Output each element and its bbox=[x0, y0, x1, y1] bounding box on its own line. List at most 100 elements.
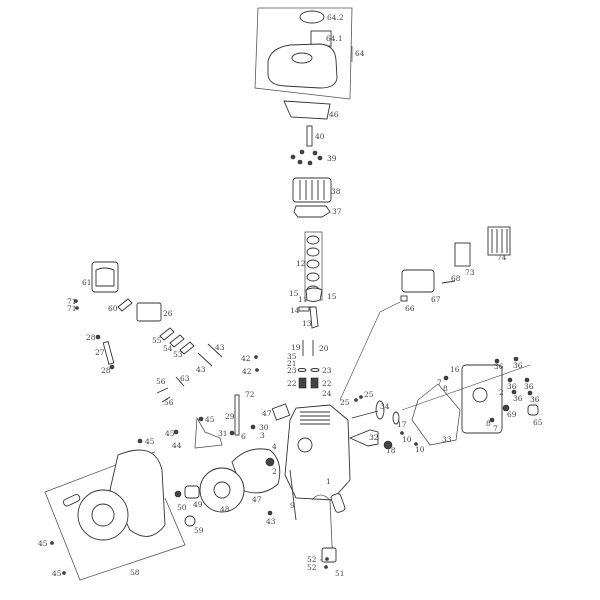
part-label: 36 bbox=[530, 395, 540, 404]
part-label: 36 bbox=[507, 382, 517, 391]
part-label: 25 bbox=[340, 398, 350, 407]
flywheel bbox=[199, 467, 245, 513]
breather-plate bbox=[271, 403, 291, 421]
part-label: 64.2 bbox=[327, 13, 344, 22]
part-label: 64.1 bbox=[326, 34, 343, 43]
part-label: 48 bbox=[220, 505, 230, 514]
part-label: 51 bbox=[335, 569, 345, 578]
part-label: 71 bbox=[67, 297, 77, 306]
part-label: 28 bbox=[86, 333, 96, 342]
crankcase-cover bbox=[461, 364, 503, 434]
part-label: 52 bbox=[307, 555, 317, 564]
part-label: 15 bbox=[327, 292, 337, 301]
carburetor bbox=[136, 302, 162, 322]
part-label: 36 bbox=[513, 394, 523, 403]
part-label: 68 bbox=[451, 274, 461, 283]
ignition-module bbox=[321, 547, 337, 563]
part-label: 72 bbox=[245, 390, 255, 399]
governor bbox=[383, 440, 393, 450]
part-label: 36 bbox=[513, 361, 523, 370]
spark-plug bbox=[306, 125, 313, 147]
part-label: 45 bbox=[205, 415, 215, 424]
link-rod bbox=[156, 387, 169, 394]
fuel-tank-group-frame bbox=[254, 7, 353, 100]
valve-spring bbox=[310, 377, 319, 389]
part-label: 10 bbox=[415, 445, 425, 454]
filter-gasket bbox=[117, 298, 133, 312]
part-label: 45 bbox=[145, 437, 155, 446]
insulator bbox=[169, 334, 185, 348]
part-label: 26 bbox=[163, 309, 173, 318]
part-label: 36 bbox=[524, 382, 534, 391]
oil-plug bbox=[502, 404, 510, 412]
part-label: 44 bbox=[172, 441, 182, 450]
gasket bbox=[159, 327, 175, 341]
part-label: 13 bbox=[302, 319, 312, 328]
connecting-rod bbox=[309, 306, 319, 329]
part-label: 32 bbox=[369, 433, 379, 442]
part-label: 56 bbox=[164, 398, 174, 407]
muffler-gasket bbox=[400, 295, 408, 302]
starter-pulley bbox=[184, 485, 200, 499]
part-label: 55 bbox=[152, 336, 162, 345]
oil-seal bbox=[265, 457, 275, 467]
part-label: 15 bbox=[289, 289, 299, 298]
crankshaft bbox=[348, 429, 379, 447]
fasteners bbox=[50, 299, 533, 575]
part-label: 12 bbox=[296, 259, 306, 268]
part-label: 63 bbox=[180, 374, 190, 383]
part-label: 18 bbox=[386, 446, 396, 455]
part-label: 3 bbox=[260, 431, 265, 440]
part-label: 54 bbox=[163, 344, 173, 353]
head-bolts bbox=[290, 149, 323, 166]
plug-cap bbox=[330, 493, 346, 513]
part-label: 31 bbox=[218, 429, 228, 438]
gasket bbox=[179, 341, 195, 355]
part-label: 2 bbox=[499, 388, 504, 397]
fuel-tank bbox=[267, 43, 338, 89]
part-label: 35 bbox=[287, 352, 297, 361]
part-label: 52 bbox=[307, 563, 317, 572]
part-label: 23 bbox=[287, 366, 297, 375]
part-label: 45 bbox=[38, 539, 48, 548]
part-label: 6 bbox=[241, 432, 246, 441]
stud bbox=[197, 352, 213, 367]
part-label: 29 bbox=[225, 412, 235, 421]
muffler-bolts bbox=[441, 280, 456, 284]
tank-gasket bbox=[283, 100, 331, 120]
link-rod bbox=[161, 396, 171, 403]
part-label: 8 bbox=[486, 419, 491, 428]
part-label: 27 bbox=[95, 348, 105, 357]
valve-spring bbox=[298, 377, 307, 389]
part-label: 56 bbox=[156, 377, 166, 386]
crankcase-gasket bbox=[411, 383, 461, 446]
part-label: 33 bbox=[442, 435, 452, 444]
part-label: 43 bbox=[196, 365, 206, 374]
part-label: 67 bbox=[431, 295, 441, 304]
spring bbox=[175, 376, 185, 387]
part-label: 64 bbox=[355, 49, 365, 58]
part-label: 4 bbox=[272, 442, 277, 451]
part-label: 2 bbox=[272, 467, 277, 476]
recoil-starter bbox=[77, 489, 129, 541]
part-label: 73 bbox=[465, 268, 475, 277]
part-label: 45 bbox=[165, 429, 175, 438]
part-label: 34 bbox=[380, 402, 390, 411]
part-label: 42 bbox=[241, 354, 251, 363]
part-label: 39 bbox=[327, 154, 337, 163]
part-label: 21 bbox=[287, 359, 297, 368]
part-label: 10 bbox=[402, 435, 412, 444]
starter-handle bbox=[63, 494, 81, 507]
part-label: 7 bbox=[437, 378, 442, 387]
crankcase bbox=[284, 404, 351, 501]
part-label: 43 bbox=[215, 343, 225, 352]
part-label: 40 bbox=[315, 132, 325, 141]
part-label: 28 bbox=[101, 366, 111, 375]
part-label: 38 bbox=[331, 187, 341, 196]
flywheel-nut bbox=[174, 490, 182, 498]
part-label: 49 bbox=[193, 500, 203, 509]
part-label: 53 bbox=[173, 350, 183, 359]
part-label: 60 bbox=[108, 304, 118, 313]
